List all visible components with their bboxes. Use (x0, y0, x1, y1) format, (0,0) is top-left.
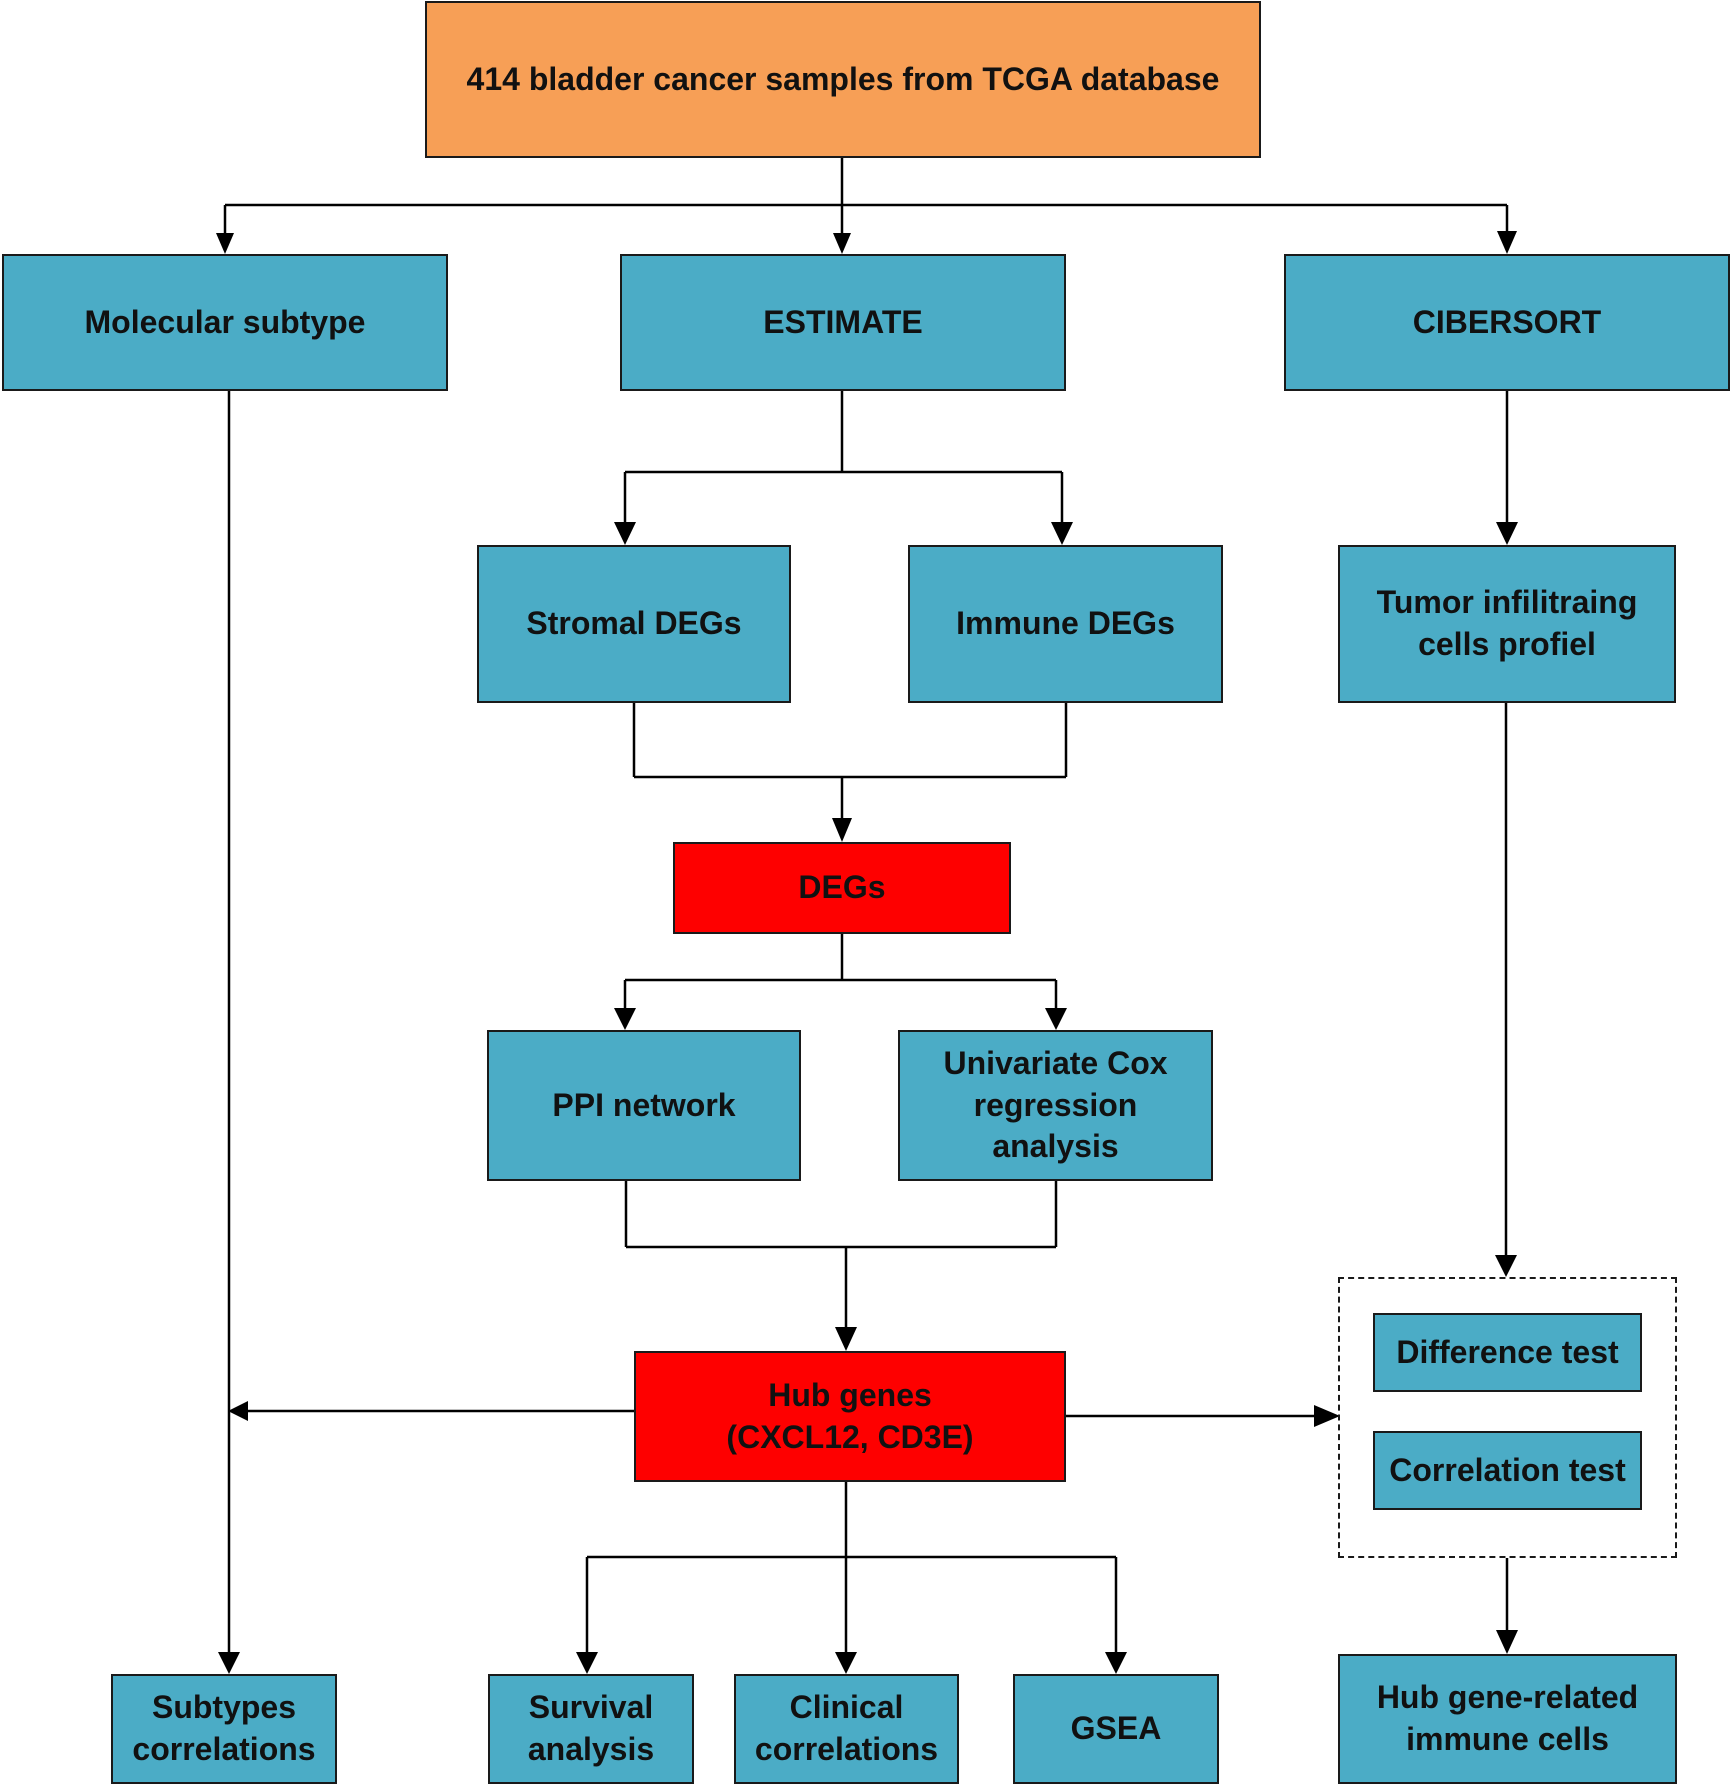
node-hub-immune-cells-label: Hub gene-related immune cells (1376, 1679, 1639, 1757)
node-degs-label: DEGs (798, 869, 886, 906)
arrowhead (1496, 1630, 1518, 1654)
node-tumor-profile: Tumor infilitraing cells profiel (1338, 545, 1676, 703)
node-estimate: ESTIMATE (620, 254, 1066, 391)
node-correlation-test-label: Correlation test (1389, 1451, 1626, 1488)
tests-group (1338, 1277, 1677, 1558)
arrowhead (833, 233, 851, 254)
node-molecular-subtype-label: Molecular subtype (84, 303, 366, 340)
arrowhead (1045, 1008, 1067, 1030)
node-difference-test: Difference test (1373, 1313, 1642, 1392)
node-molecular-subtype: Molecular subtype (2, 254, 448, 391)
node-survival-analysis: Survival analysis (488, 1674, 694, 1784)
node-source: 414 bladder cancer samples from TCGA dat… (425, 1, 1261, 158)
node-source-label: 414 bladder cancer samples from TCGA dat… (466, 60, 1220, 97)
arrowhead (835, 1652, 857, 1674)
arrowhead (1105, 1652, 1127, 1674)
arrowhead (216, 233, 234, 254)
arrowhead (614, 522, 636, 545)
node-survival-analysis-label: Survival analysis (527, 1689, 655, 1767)
node-difference-test-label: Difference test (1396, 1333, 1619, 1370)
node-ppi-network: PPI network (487, 1030, 801, 1181)
arrowhead (1051, 522, 1073, 545)
node-immune-degs: Immune DEGs (908, 545, 1223, 703)
arrowhead (218, 1652, 240, 1674)
node-gsea: GSEA (1013, 1674, 1219, 1784)
node-hub-genes-label: Hub genes (CXCL12, CD3E) (726, 1376, 974, 1455)
arrowhead (1496, 522, 1518, 545)
arrowhead (1495, 1255, 1517, 1277)
node-hub-genes: Hub genes (CXCL12, CD3E) (634, 1351, 1066, 1482)
node-clinical-correlations-label: Clinical correlations (754, 1689, 939, 1767)
arrowhead (576, 1652, 598, 1674)
arrowhead (1314, 1405, 1340, 1427)
arrowhead (614, 1008, 636, 1030)
node-cibersort: CIBERSORT (1284, 254, 1730, 391)
node-degs: DEGs (673, 842, 1011, 934)
node-gsea-label: GSEA (1070, 1710, 1162, 1747)
arrowhead (1497, 231, 1517, 254)
arrowhead (835, 1327, 857, 1351)
node-correlation-test: Correlation test (1373, 1431, 1642, 1510)
arrowhead (228, 1401, 248, 1421)
node-univariate-cox: Univariate Cox regression analysis (898, 1030, 1213, 1181)
node-cibersort-label: CIBERSORT (1412, 303, 1602, 340)
node-subtypes-correlations: Subtypes correlations (111, 1674, 337, 1784)
node-stromal-degs: Stromal DEGs (477, 545, 791, 703)
node-hub-immune-cells: Hub gene-related immune cells (1338, 1654, 1677, 1784)
node-stromal-degs-label: Stromal DEGs (526, 605, 742, 642)
node-subtypes-correlations-label: Subtypes correlations (132, 1689, 316, 1767)
node-estimate-label: ESTIMATE (763, 303, 923, 340)
node-tumor-profile-label: Tumor infilitraing cells profiel (1376, 584, 1638, 662)
arrowhead (832, 818, 852, 842)
node-ppi-network-label: PPI network (552, 1086, 736, 1123)
node-univariate-cox-label: Univariate Cox regression analysis (943, 1045, 1168, 1165)
node-immune-degs-label: Immune DEGs (956, 605, 1175, 642)
node-clinical-correlations: Clinical correlations (734, 1674, 959, 1784)
